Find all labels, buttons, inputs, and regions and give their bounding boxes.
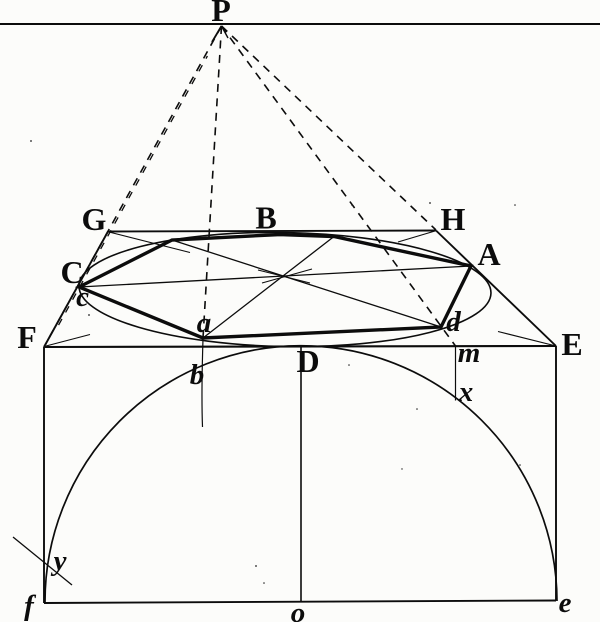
svg-text:o: o — [291, 597, 306, 622]
svg-text:e: e — [559, 587, 572, 619]
svg-text:a: a — [197, 307, 212, 339]
svg-text:c: c — [76, 281, 89, 313]
svg-text:C: C — [60, 254, 83, 290]
svg-text:y: y — [51, 545, 67, 577]
svg-text:B: B — [255, 200, 276, 236]
svg-text:D: D — [296, 343, 319, 379]
svg-text:G: G — [82, 201, 107, 237]
svg-text:E: E — [561, 326, 582, 362]
svg-text:H: H — [441, 201, 466, 237]
svg-text:A: A — [477, 236, 500, 272]
svg-text:x: x — [458, 376, 474, 408]
svg-text:b: b — [190, 359, 205, 391]
svg-text:F: F — [17, 319, 37, 355]
svg-text:P: P — [211, 0, 231, 28]
svg-text:d: d — [446, 306, 461, 338]
svg-text:m: m — [458, 337, 481, 369]
